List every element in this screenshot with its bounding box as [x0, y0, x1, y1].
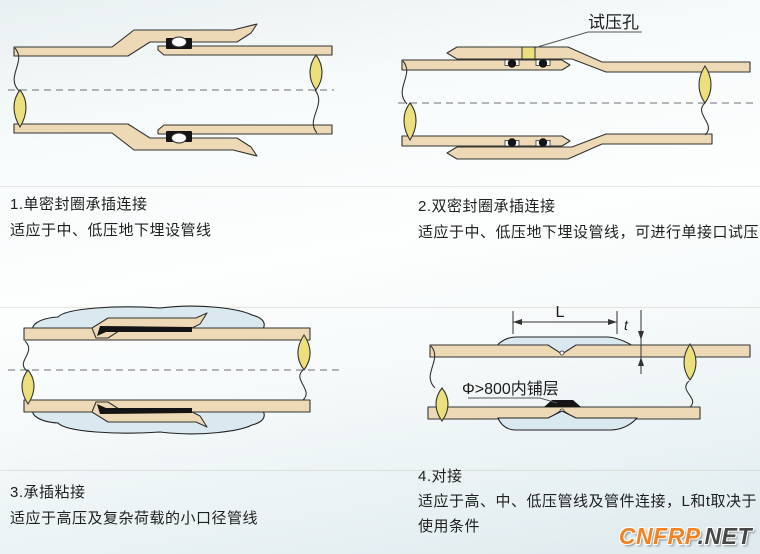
o-ring-seal — [507, 138, 517, 147]
spigot-pipe-top — [401, 59, 571, 71]
caption-3-title: 3.承插粘接 — [10, 484, 86, 501]
o-ring-seal — [538, 59, 548, 68]
pipe-end-section-left — [435, 387, 449, 422]
adhesive-layer-bottom — [97, 404, 192, 414]
weld-root-top — [559, 350, 565, 356]
adhesive-layer-top — [97, 326, 192, 336]
caption-1: 1.单密封圈承插连接 适应于中、低压地下埋设管线 — [10, 192, 212, 244]
bell-wall-top — [91, 312, 208, 339]
caption-4-title: 4.对接 — [418, 468, 463, 485]
pipe-break-curve-left — [429, 345, 436, 389]
watermark-primary: CNFRP — [618, 523, 698, 549]
caption-3-description: 适应于高压及复杂荷载的小口径管线 — [10, 510, 259, 527]
pipe-wall-bell-bottom — [13, 123, 258, 157]
test-hole-leader-line — [533, 31, 642, 49]
diagram-single-seal-socket-joint — [8, 23, 334, 157]
dimension-l-label: L — [556, 304, 565, 321]
pipe-break-curve-right — [701, 102, 709, 136]
overwrap-laminate-bottom — [497, 410, 638, 431]
caption-3: 3.承插粘接 适应于高压及复杂荷载的小口径管线 — [10, 480, 258, 532]
bell-wall-bottom — [91, 401, 208, 428]
seal-ring-bottom — [170, 132, 188, 144]
background-band-line — [0, 470, 760, 471]
pipe-wall-spigot-top — [157, 45, 333, 56]
pipe-wall-top — [429, 344, 751, 358]
watermark-secondary: .NET — [697, 523, 752, 549]
o-ring-seal — [507, 59, 517, 68]
dimension-arrow — [608, 319, 617, 325]
caption-1-description: 适应于中、低压地下埋设管线 — [10, 222, 212, 239]
pipe-break-curve-right — [312, 89, 320, 134]
pipe-wall-bell-top — [13, 23, 258, 57]
dimension-t-label: t — [624, 317, 629, 333]
pipe-end-section-left — [13, 89, 27, 129]
seal-ring-top — [170, 36, 188, 48]
diagram-double-seal-socket-joint: 试压孔 — [398, 13, 756, 160]
site-watermark: CNFRP.NET — [619, 523, 752, 550]
pipe-break-curve-left — [22, 340, 30, 372]
pipe-break-curve-right — [299, 369, 307, 401]
caption-4: 4.对接 适应于高、中、低压管线及管件连接，L和t取决于使用条件 — [418, 464, 758, 539]
caption-1-title: 1.单密封圈承插连接 — [10, 196, 148, 213]
o-ring-seal — [538, 138, 548, 147]
bell-sleeve-bottom — [446, 133, 713, 160]
pipe-wall-spigot-bottom — [157, 124, 333, 135]
pressure-test-hole — [521, 46, 536, 60]
dimension-arrow — [638, 357, 644, 366]
pipe-end-section-right — [683, 343, 697, 381]
pipe-end-section-left — [403, 102, 417, 142]
background-band-line — [0, 186, 760, 187]
test-pressure-hole-label: 试压孔 — [588, 13, 639, 32]
caption-2-description: 适应于中、低压地下埋设管线，可进行单接口试压 — [418, 224, 760, 241]
inner-layer-label: Φ>800内铺层 — [462, 380, 559, 398]
pipe-end-section-right — [309, 54, 323, 91]
dimension-arrow — [513, 319, 522, 325]
pipe-break-curve-left — [401, 60, 408, 105]
caption-2-title: 2.双密封圈承插连接 — [418, 198, 556, 215]
pipe-end-section-left — [21, 369, 35, 405]
inner-layer-leader-line — [468, 397, 558, 404]
caption-4-description: 适应于高、中、低压管线及管件连接，L和t取决于使用条件 — [418, 493, 758, 535]
pipe-break-curve-right — [685, 380, 694, 408]
diagram-butt-joint: L t Φ>800内铺层 — [427, 304, 751, 431]
background-band-line — [0, 307, 760, 308]
pipe-break-curve-left — [13, 47, 20, 92]
spigot-pipe-bottom — [401, 135, 571, 147]
pipe-end-section-right — [698, 65, 712, 104]
diagram-adhesive-socket-joint — [8, 305, 340, 435]
dimension-arrow — [638, 331, 644, 340]
caption-2: 2.双密封圈承插连接 适应于中、低压地下埋设管线，可进行单接口试压 — [418, 194, 759, 246]
pipe-end-section-right — [297, 334, 311, 371]
